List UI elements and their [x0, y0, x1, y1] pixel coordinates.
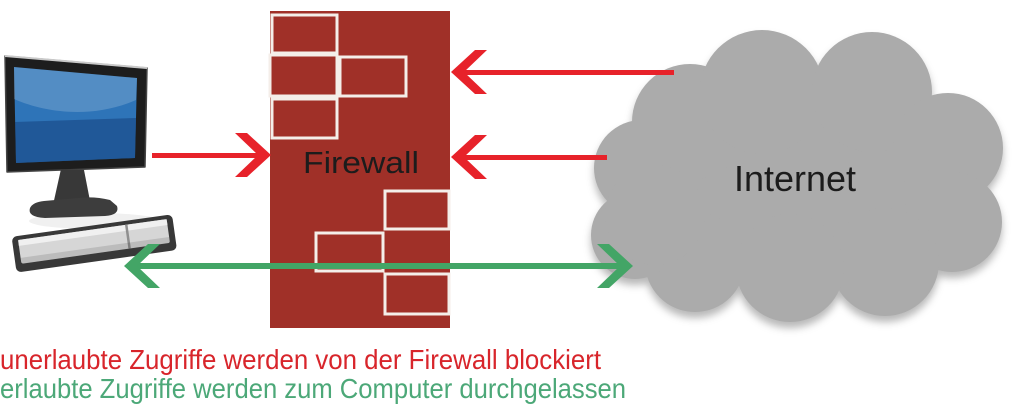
- brick: [270, 13, 339, 55]
- arrow-head-left-icon: [451, 135, 487, 179]
- blocked-arrow-computer-to-firewall: [152, 133, 271, 177]
- legend-blocked-text: unerlaubte Zugriffe werden von der Firew…: [0, 344, 601, 375]
- monitor-screen-shade: [15, 118, 136, 163]
- firewall-label: Firewall: [303, 145, 419, 180]
- cloud-bump: [700, 30, 824, 154]
- blocked-arrow-internet-top: [451, 50, 674, 94]
- monitor-frame-highlight: [4, 55, 148, 69]
- brick: [338, 55, 408, 98]
- keyboard-surface: [18, 219, 170, 264]
- monitor-screen-glare: [14, 67, 137, 112]
- monitor-stand-base: [29, 197, 118, 218]
- brick: [383, 189, 451, 231]
- brick: [314, 231, 385, 273]
- internet-label: Internet: [734, 158, 856, 199]
- arrow-shaft: [134, 263, 623, 269]
- arrow-shaft: [461, 70, 674, 75]
- monitor-stand-neck: [53, 169, 91, 206]
- keyboard: [12, 214, 177, 272]
- arrow-head-right-icon: [597, 244, 633, 288]
- keyboard-surface-highlight: [18, 219, 168, 246]
- cloud-bump: [893, 93, 1003, 203]
- cloud-bump: [736, 214, 844, 322]
- brick: [270, 97, 339, 140]
- firewall-wall: Firewall: [268, 11, 451, 328]
- cloud-bump: [605, 165, 705, 265]
- cloud-bump: [831, 208, 939, 316]
- arrow-shaft: [461, 155, 607, 160]
- legend-allowed-text: erlaubte Zugriffe werden zum Computer du…: [0, 373, 626, 404]
- arrow-shaft: [152, 153, 259, 158]
- brick: [268, 53, 339, 98]
- computer-illustration: [4, 55, 177, 272]
- internet-cloud: [591, 30, 1003, 322]
- blocked-arrows: [152, 50, 674, 179]
- keyboard-surface-shade: [20, 236, 170, 264]
- blocked-arrow-internet-middle: [451, 135, 607, 179]
- wall-bricks: [268, 13, 451, 316]
- brick: [383, 272, 451, 316]
- allowed-arrow: [124, 244, 633, 288]
- arrow-head-right-icon: [235, 133, 271, 177]
- arrow-head-left-icon: [124, 244, 160, 288]
- arrow-head-left-icon: [451, 50, 487, 94]
- keyboard-divider: [125, 224, 131, 249]
